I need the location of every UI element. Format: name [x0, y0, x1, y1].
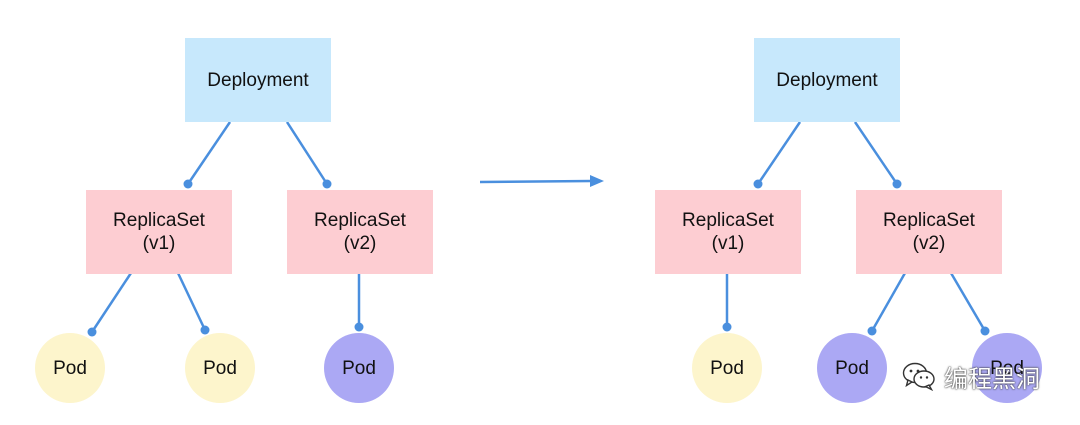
connector-left-deploy-rs2	[285, 121, 329, 185]
left-replicaset-v1: ReplicaSet (v1)	[86, 190, 232, 274]
connector-dot	[892, 179, 902, 189]
pod-label: Pod	[990, 357, 1024, 379]
connector-dot	[200, 325, 210, 335]
right-deployment-node: Deployment	[754, 38, 900, 122]
pod-label: Pod	[203, 357, 237, 379]
connector-left-deploy-rs1	[186, 121, 232, 185]
connector-dot	[87, 327, 97, 337]
pod-label: Pod	[53, 357, 87, 379]
right-pod-v1-1: Pod	[692, 333, 762, 403]
connector-dot	[183, 179, 193, 189]
replicaset-name: ReplicaSet	[883, 210, 975, 231]
right-pod-v2-1: Pod	[817, 333, 887, 403]
right-replicaset-v2: ReplicaSet (v2)	[856, 190, 1002, 274]
connector-dot	[322, 179, 332, 189]
left-pod-v1-2: Pod	[185, 333, 255, 403]
pod-label: Pod	[342, 357, 376, 379]
connector-left-rs1-pod1	[90, 272, 133, 333]
right-arrow-icon	[590, 175, 604, 187]
connector-right-deploy-rs2	[853, 121, 899, 185]
connector-dot	[867, 326, 877, 336]
connector-right-rs2-pod3	[949, 272, 987, 332]
watermark-text: 编程黑洞	[944, 365, 1040, 393]
transition-arrow-line	[479, 179, 593, 184]
left-pod-v1-1: Pod	[35, 333, 105, 403]
replicaset-version: (v2)	[912, 233, 946, 254]
deployment-label: Deployment	[776, 69, 878, 91]
deployment-label: Deployment	[207, 69, 309, 91]
right-replicaset-v1: ReplicaSet (v1)	[655, 190, 801, 274]
connector-left-rs1-pod2	[176, 272, 207, 331]
connector-right-rs2-pod2	[870, 272, 907, 332]
watermark: 编程黑洞	[902, 356, 1040, 396]
replicaset-name: ReplicaSet	[314, 210, 406, 231]
replicaset-version: (v1)	[142, 233, 176, 254]
pod-label: Pod	[835, 357, 869, 379]
connector-dot	[354, 322, 364, 332]
replicaset-name: ReplicaSet	[113, 210, 205, 231]
replicaset-version: (v2)	[343, 233, 377, 254]
left-pod-v2-1: Pod	[324, 333, 394, 403]
right-pod-v2-2: Pod	[972, 333, 1042, 403]
left-deployment-node: Deployment	[185, 38, 331, 122]
left-replicaset-v2: ReplicaSet (v2)	[287, 190, 433, 274]
connector-dot	[753, 179, 763, 189]
replicaset-version: (v1)	[711, 233, 745, 254]
replicaset-name: ReplicaSet	[682, 210, 774, 231]
connector-right-deploy-rs1	[756, 121, 802, 185]
wechat-icon	[902, 362, 935, 391]
connector-dot	[980, 326, 990, 336]
connector-dot	[722, 322, 732, 332]
pod-label: Pod	[710, 357, 744, 379]
